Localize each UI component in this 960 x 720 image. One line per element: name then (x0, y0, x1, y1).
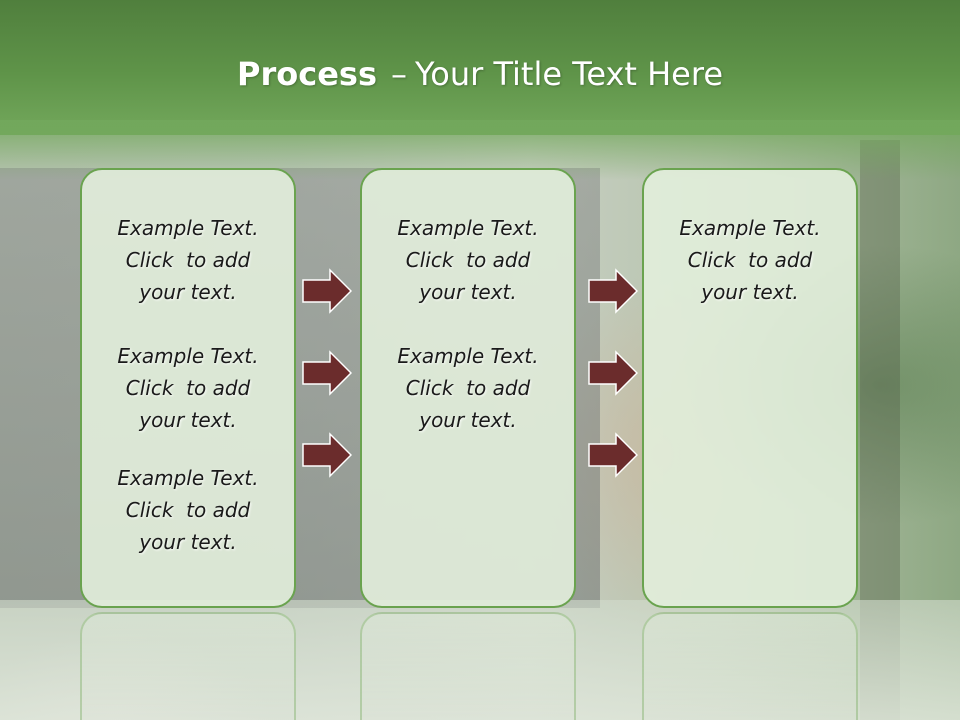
title-bold: Process (237, 55, 377, 93)
text-line: Example Text. (397, 216, 539, 240)
text-line: Example Text. (117, 344, 259, 368)
text-placeholder[interactable]: Example Text. Click to add your text. (82, 462, 294, 558)
box-reflection (642, 612, 858, 720)
text-placeholder[interactable]: Example Text. Click to add your text. (82, 340, 294, 436)
process-box-1[interactable]: Example Text. Click to add your text. Ex… (80, 168, 296, 608)
floor-reflection (0, 600, 960, 720)
text-line: Click to add (687, 248, 813, 272)
text-line: Example Text. (397, 344, 539, 368)
box-reflection (360, 612, 576, 720)
text-line: Click to add (125, 498, 251, 522)
right-arrow-icon (588, 350, 638, 396)
text-line: Example Text. (117, 466, 259, 490)
box-reflection (80, 612, 296, 720)
header-band (0, 0, 960, 135)
right-arrow-icon (588, 268, 638, 314)
text-placeholder[interactable]: Example Text. Click to add your text. (362, 212, 574, 308)
right-arrow-icon (302, 268, 352, 314)
slide-title[interactable]: Process–Your Title Text Here (0, 52, 960, 96)
text-placeholder[interactable]: Example Text. Click to add your text. (362, 340, 574, 436)
text-line: Example Text. (679, 216, 821, 240)
text-line: your text. (701, 280, 799, 304)
text-placeholder[interactable]: Example Text. Click to add your text. (644, 212, 856, 308)
text-line: Click to add (405, 248, 531, 272)
process-box-2[interactable]: Example Text. Click to add your text. Ex… (360, 168, 576, 608)
title-separator: – (390, 55, 407, 93)
text-line: Click to add (405, 376, 531, 400)
text-placeholder[interactable]: Example Text. Click to add your text. (82, 212, 294, 308)
text-line: Click to add (125, 248, 251, 272)
process-box-3[interactable]: Example Text. Click to add your text. (642, 168, 858, 608)
right-arrow-icon (588, 432, 638, 478)
text-line: your text. (139, 280, 237, 304)
text-line: your text. (139, 408, 237, 432)
title-text: Your Title Text Here (414, 55, 723, 93)
text-line: Click to add (125, 376, 251, 400)
text-line: Example Text. (117, 216, 259, 240)
right-arrow-icon (302, 432, 352, 478)
text-line: your text. (419, 408, 517, 432)
text-line: your text. (419, 280, 517, 304)
right-arrow-icon (302, 350, 352, 396)
text-line: your text. (139, 530, 237, 554)
